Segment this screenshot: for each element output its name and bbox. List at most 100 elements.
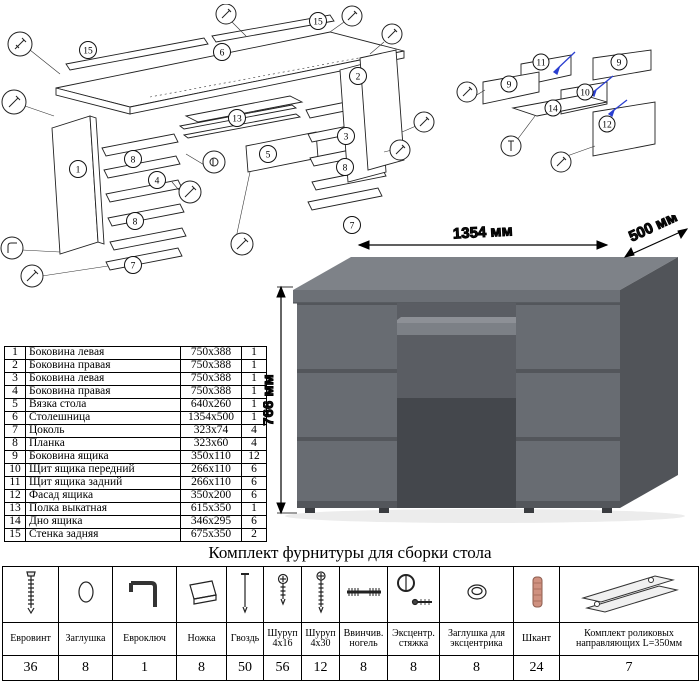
hardware-icons-row <box>2 566 699 623</box>
drawer-number-labels: 11 9 9 10 14 12 <box>500 53 628 133</box>
part-name-cell: Столешница <box>25 411 181 425</box>
part-label: 15 <box>313 18 323 28</box>
part-label: 2 <box>356 73 361 83</box>
hardware-name-cell: Комплект роликовых направляющих L=350мм <box>559 622 699 656</box>
hardware-name-cell: Шуруп 4x30 <box>301 622 340 656</box>
part-number-cell: 11 <box>4 476 26 490</box>
desk-body <box>293 257 678 513</box>
part-number-cell: 7 <box>4 424 26 438</box>
part-label: 8 <box>131 156 136 166</box>
part-label-bubble: 15 <box>79 41 97 59</box>
part-label: 11 <box>536 59 545 69</box>
part-label: 13 <box>232 115 242 125</box>
wood-dowel-icon <box>513 566 560 623</box>
hardware-name-cell: Ввинчив. ногель <box>339 622 388 656</box>
nail-icon <box>226 566 264 623</box>
height-dimension-label: 766 мм <box>263 374 277 425</box>
exploded-view-main: 15 6 15 2 1 8 4 8 7 13 5 3 8 7 <box>0 3 462 346</box>
part-label-bubble: 5 <box>259 145 277 163</box>
part-label-bubble: 15 <box>309 12 327 30</box>
part-number-labels: 15 6 15 2 1 8 4 8 7 13 5 3 8 7 <box>69 12 367 274</box>
part-label-bubble: 9 <box>500 75 518 93</box>
hardware-kit-title: Комплект фурнитуры для сборки стола <box>208 543 492 562</box>
hardware-name-cell: Заглушка для эксцентрика <box>439 622 514 656</box>
part-label-bubble: 11 <box>532 53 550 71</box>
part-number-cell: 14 <box>4 515 26 529</box>
screw-short-icon <box>263 566 302 623</box>
part-size-cell: 266x110 <box>180 463 242 477</box>
part-number-cell: 4 <box>4 385 26 399</box>
hardware-name-cell: Заглушка <box>58 622 113 656</box>
drawer-slides-icon <box>559 566 699 623</box>
part-label: 15 <box>83 47 93 57</box>
part-number-cell: 12 <box>4 489 26 503</box>
part-label: 8 <box>133 218 138 228</box>
hardware-name-cell: Шуруп 4x16 <box>263 622 302 656</box>
part-size-cell: 640x260 <box>180 398 242 412</box>
part-size-cell: 750x388 <box>180 385 242 399</box>
part-label-bubble: 13 <box>228 109 246 127</box>
part-name-cell: Боковина правая <box>25 385 181 399</box>
part-size-cell: 750x388 <box>180 359 242 373</box>
part-label-bubble: 14 <box>544 99 562 117</box>
part-number-cell: 9 <box>4 450 26 464</box>
screw-long-icon <box>301 566 340 623</box>
drawer-callouts <box>456 81 572 173</box>
confirmat-screw-icon <box>2 566 59 623</box>
cam-cover-icon <box>439 566 514 623</box>
hardware-name-cell: Эксцентр. стяжка <box>387 622 440 656</box>
part-name-cell: Боковина правая <box>25 359 181 373</box>
part-name-cell: Фасад ящика <box>25 489 181 503</box>
part-size-cell: 615x350 <box>180 502 242 516</box>
part-name-cell: Щит ящика задний <box>25 476 181 490</box>
part-size-cell: 350x200 <box>180 489 242 503</box>
part-number-cell: 2 <box>4 359 26 373</box>
desk-render-drawing: 1354 мм 500 мм 766 мм <box>260 208 689 523</box>
part-name-cell: Вязка стола <box>25 398 181 412</box>
leader-lines <box>21 21 417 277</box>
part-number-cell: 13 <box>4 502 26 516</box>
part-size-cell: 350x110 <box>180 450 242 464</box>
part-name-cell: Дно ящика <box>25 515 181 529</box>
part-label-bubble: 2 <box>349 67 367 85</box>
exploded-view-drawer: 11 9 9 10 14 12 <box>455 48 700 188</box>
part-label: 9 <box>507 81 512 91</box>
part-size-cell: 1354x500 <box>180 411 242 425</box>
exploded-view-main-drawing: 15 6 15 2 1 8 4 8 7 13 5 3 8 7 <box>0 3 435 288</box>
part-label: 1 <box>76 166 81 176</box>
part-label-bubble: 3 <box>337 127 355 145</box>
part-size-cell: 750x388 <box>180 372 242 386</box>
part-label-bubble: 7 <box>124 256 142 274</box>
floor-shadow <box>285 509 685 523</box>
hardware-name-cell: Ножка <box>176 622 227 656</box>
panels <box>51 14 405 271</box>
part-label-bubble: 8 <box>336 158 354 176</box>
hardware-name-cell: Евроключ <box>112 622 177 656</box>
cam-lock-icon <box>387 566 440 623</box>
part-number-cell: 10 <box>4 463 26 477</box>
furniture-foot-icon <box>176 566 227 623</box>
part-label: 7 <box>131 262 136 272</box>
part-label-bubble: 6 <box>213 43 231 61</box>
part-label-bubble: 8 <box>126 212 144 230</box>
part-label: 5 <box>266 151 271 161</box>
part-label: 3 <box>344 133 349 143</box>
part-name-cell: Цоколь <box>25 424 181 438</box>
part-label-bubble: 12 <box>598 115 616 133</box>
part-size-cell: 323x60 <box>180 437 242 451</box>
exploded-view-drawer-drawing: 11 9 9 10 14 12 <box>456 49 656 173</box>
hardware-callouts <box>0 3 435 288</box>
part-label-bubble: 1 <box>69 160 87 178</box>
part-name-cell: Боковина левая <box>25 346 181 360</box>
part-name-cell: Боковина левая <box>25 372 181 386</box>
